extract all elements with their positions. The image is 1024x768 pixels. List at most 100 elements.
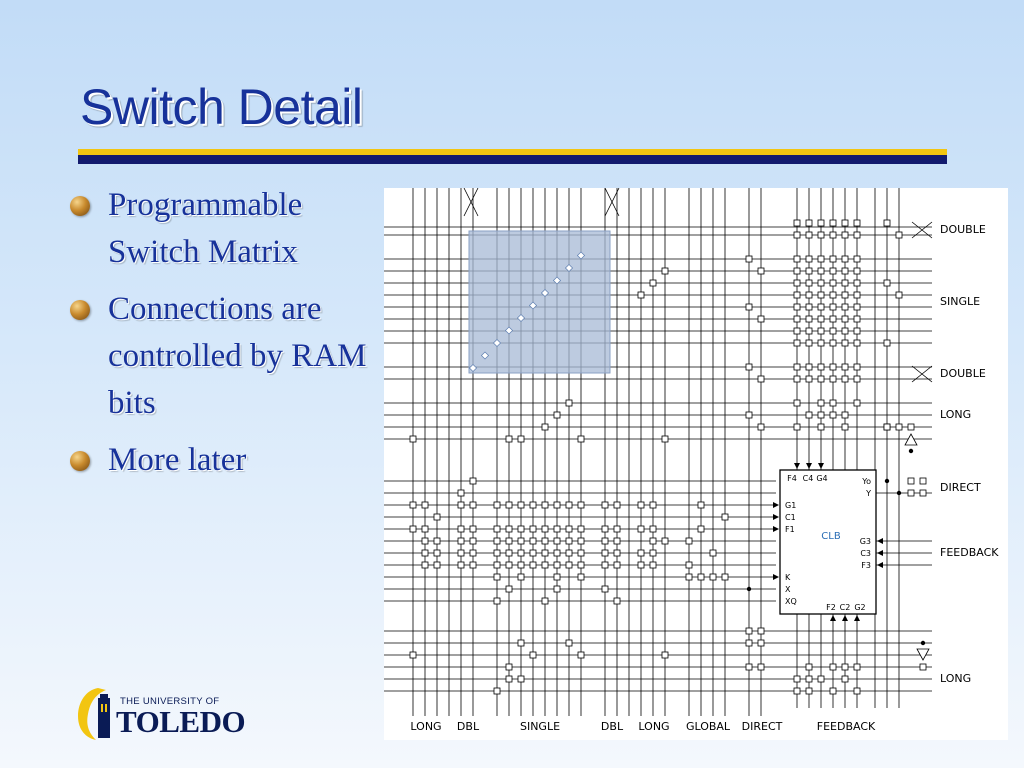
pip-switch [505, 561, 513, 569]
pip-switch [505, 501, 513, 509]
pip-switch [841, 339, 849, 347]
pip-switch [505, 537, 513, 545]
pip-switch [517, 573, 525, 581]
pip-switch [649, 525, 657, 533]
pip-switch [841, 423, 849, 431]
switch-matrix-highlight [468, 230, 611, 374]
pip-switch [793, 219, 801, 227]
pip-switch [577, 549, 585, 557]
pip-switch [853, 303, 861, 311]
pip-switch [829, 231, 837, 239]
pip-switch [793, 303, 801, 311]
pip-switch [841, 663, 849, 671]
right-label-feedback: FEEDBACK [940, 546, 999, 559]
pip-switch [853, 267, 861, 275]
pip-switch [841, 279, 849, 287]
pip-switch [829, 291, 837, 299]
pip-switch [601, 549, 609, 557]
bullet-text: Connections are controlled by RAM bits [108, 291, 367, 421]
pip-switch [505, 549, 513, 557]
pip-switch [829, 411, 837, 419]
pip-switch [409, 525, 417, 533]
pip-switch [853, 687, 861, 695]
pip-switch [805, 231, 813, 239]
pip-switch [793, 267, 801, 275]
pip-switch [529, 561, 537, 569]
pip-switch [793, 339, 801, 347]
right-label-double-bottom: DOUBLE [940, 367, 986, 380]
pip-switch [745, 303, 753, 311]
pip-switch [529, 501, 537, 509]
pip-switch [661, 651, 669, 659]
bullet-icon [70, 451, 90, 471]
pip-switch [505, 663, 513, 671]
pip-switch [469, 477, 477, 485]
pip-switch [841, 255, 849, 263]
pip-switch [817, 279, 825, 287]
pip-switch [853, 339, 861, 347]
pip-switch [907, 489, 915, 497]
pip-switch [793, 363, 801, 371]
right-label-double-top: DOUBLE [940, 223, 986, 236]
pin-arrow [877, 550, 883, 556]
pip-switch [841, 291, 849, 299]
diagonal-switch [528, 301, 538, 310]
pip-switch [637, 549, 645, 557]
pip-switch [457, 537, 465, 545]
pin-arrow [773, 574, 779, 580]
clb-pin-x: X [785, 585, 791, 594]
pip-switch [577, 501, 585, 509]
pip-switch [613, 537, 621, 545]
pip-switch [709, 549, 717, 557]
clb-pin-f3: F3 [861, 561, 871, 570]
pip-switch [685, 537, 693, 545]
pip-switch [469, 549, 477, 557]
bottom-label-dbl-right: DBL [601, 720, 624, 733]
pip-switch [793, 423, 801, 431]
pip-switch [883, 279, 891, 287]
pip-switch [829, 375, 837, 383]
pip-switch [817, 255, 825, 263]
pip-switch [709, 573, 717, 581]
bottom-label-global: GLOBAL [686, 720, 731, 733]
pip-switch [505, 585, 513, 593]
tower-icon [78, 688, 110, 740]
pip-switch [793, 279, 801, 287]
pip-switch [613, 525, 621, 533]
pip-switch [805, 411, 813, 419]
clb-pin-k: K [785, 573, 791, 582]
clb-pin-f1: F1 [785, 525, 795, 534]
pip-switch [457, 501, 465, 509]
pip-switch [529, 525, 537, 533]
pip-switch [469, 501, 477, 509]
pip-switch [565, 639, 573, 647]
pip-switch [541, 423, 549, 431]
bullet-item: Programmable Switch Matrix [70, 182, 370, 276]
pip-switch [529, 549, 537, 557]
pin-arrow [773, 502, 779, 508]
pip-switch [601, 525, 609, 533]
pip-switch [469, 525, 477, 533]
pip-switch [517, 501, 525, 509]
right-label-direct: DIRECT [940, 481, 981, 494]
pip-switch [613, 561, 621, 569]
pip-switch [553, 525, 561, 533]
pip-switch [817, 315, 825, 323]
clb-pin-c3: C3 [860, 549, 871, 558]
pip-switch [841, 675, 849, 683]
pip-switch [529, 651, 537, 659]
pip-switch [793, 687, 801, 695]
pip-switch [613, 549, 621, 557]
pip-switch [817, 423, 825, 431]
pip-switch [421, 561, 429, 569]
pip-switch [565, 549, 573, 557]
pip-switch [421, 501, 429, 509]
diagonal-switches [468, 251, 586, 373]
pin-arrow [877, 562, 883, 568]
clb-pin-g1: G1 [785, 501, 796, 510]
pip-switch [829, 339, 837, 347]
pip-switch [841, 315, 849, 323]
pip-switch [805, 279, 813, 287]
pip-switch [817, 327, 825, 335]
pip-switch [553, 561, 561, 569]
